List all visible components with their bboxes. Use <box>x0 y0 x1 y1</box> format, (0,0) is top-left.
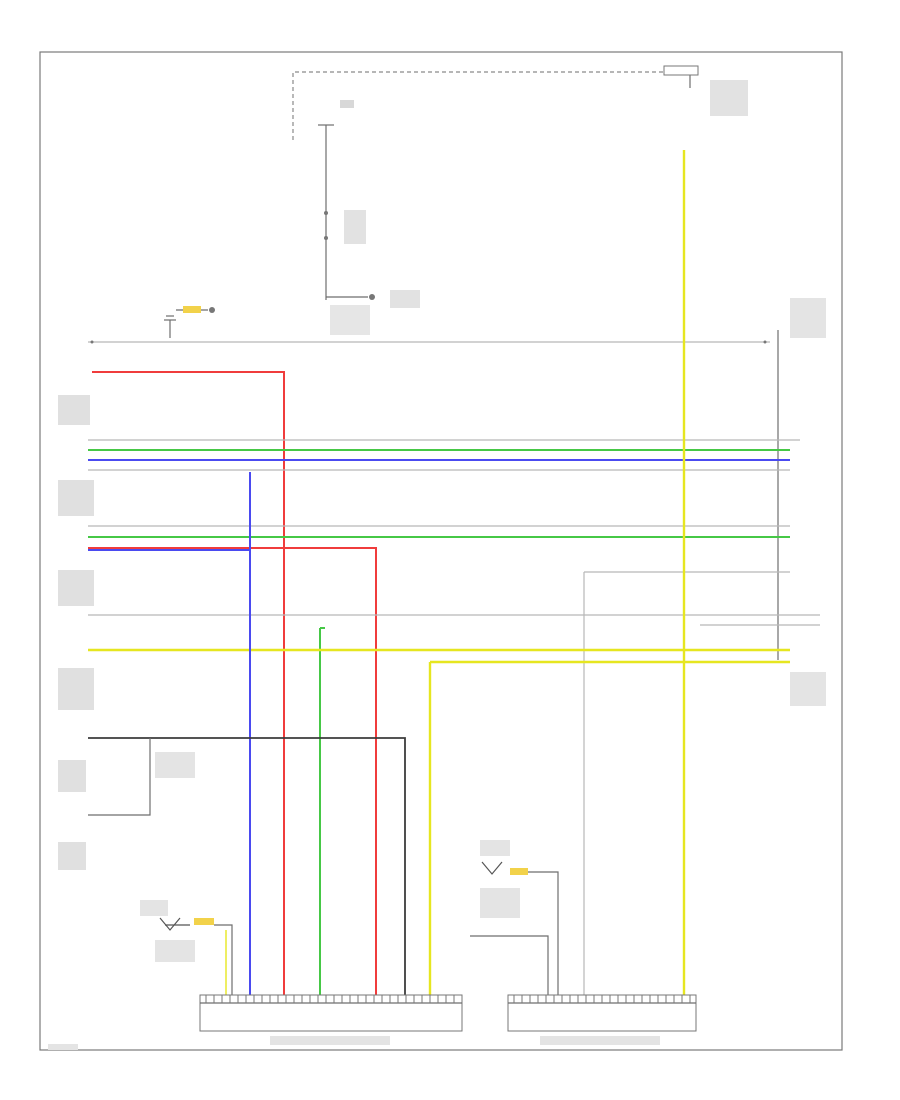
left-module-labels <box>58 395 195 870</box>
hot-at-all-times-connector <box>663 65 699 76</box>
bottom-connector-left <box>199 994 463 1032</box>
connector-pins <box>205 995 691 1003</box>
right-ground <box>470 840 559 1000</box>
bottom-connector-right <box>507 994 697 1032</box>
horizontal-wires <box>88 306 820 1000</box>
right-module-bus <box>777 298 826 706</box>
diagram-frame <box>39 51 843 1051</box>
left-ground <box>140 900 233 1000</box>
power-feed <box>292 65 748 335</box>
